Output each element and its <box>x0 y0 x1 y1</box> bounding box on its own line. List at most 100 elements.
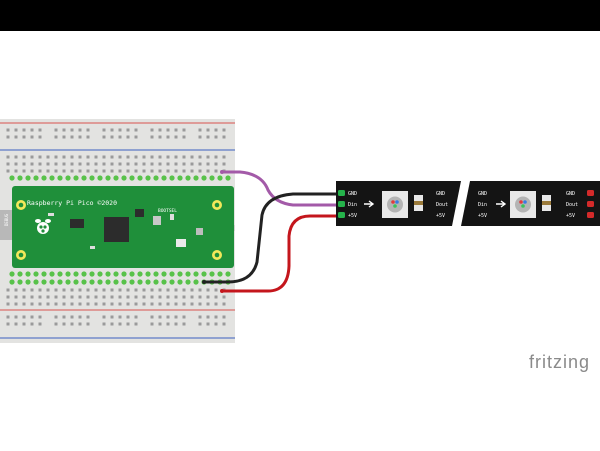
breadboard-hole <box>86 155 90 159</box>
active-hole <box>105 175 111 181</box>
breadboard-hole <box>198 315 202 319</box>
active-hole <box>121 279 127 285</box>
breadboard-hole <box>182 322 186 326</box>
breadboard-hole <box>198 162 202 166</box>
breadboard-hole <box>14 162 18 166</box>
breadboard-hole <box>38 169 42 173</box>
breadboard-hole <box>118 288 122 292</box>
breadboard-hole <box>182 169 186 173</box>
din-pad <box>338 201 345 207</box>
breadboard-hole <box>118 302 122 306</box>
breadboard-hole <box>14 288 18 292</box>
breadboard-hole <box>6 302 10 306</box>
breadboard-hole <box>174 302 178 306</box>
active-hole <box>25 279 31 285</box>
pico-title: Raspberry Pi Pico ©2020 <box>27 199 117 207</box>
breadboard-hole <box>86 135 90 139</box>
breadboard-hole <box>150 302 154 306</box>
breadboard-hole <box>222 162 226 166</box>
breadboard-hole <box>166 302 170 306</box>
fritzing-watermark: fritzing <box>529 352 589 372</box>
active-hole <box>169 279 175 285</box>
breadboard-hole <box>6 322 10 326</box>
breadboard-hole <box>102 169 106 173</box>
breadboard-hole <box>158 128 162 132</box>
breadboard-hole <box>54 322 58 326</box>
breadboard-hole <box>166 288 170 292</box>
breadboard-hole <box>54 315 58 319</box>
breadboard-hole <box>94 155 98 159</box>
strip-din-label: Din <box>478 202 487 208</box>
breadboard-hole <box>86 295 90 299</box>
breadboard-hole <box>78 288 82 292</box>
active-hole <box>9 279 15 285</box>
breadboard-hole <box>174 322 178 326</box>
breadboard-hole <box>14 155 18 159</box>
breadboard-hole <box>78 155 82 159</box>
active-hole <box>65 279 71 285</box>
breadboard-hole <box>54 169 58 173</box>
breadboard-hole <box>222 295 226 299</box>
breadboard-hole <box>222 322 226 326</box>
breadboard-hole <box>134 295 138 299</box>
strip-gnd-out-label: GND <box>566 191 575 197</box>
breadboard-hole <box>158 315 162 319</box>
breadboard-hole <box>30 169 34 173</box>
breadboard-hole <box>6 315 10 319</box>
active-hole <box>193 175 199 181</box>
active-hole <box>145 279 151 285</box>
active-hole <box>153 271 159 277</box>
breadboard-hole <box>38 295 42 299</box>
active-hole <box>169 175 175 181</box>
breadboard-hole <box>166 322 170 326</box>
breadboard-hole <box>46 295 50 299</box>
breadboard-hole <box>214 302 218 306</box>
bootsel-button[interactable] <box>153 216 161 225</box>
breadboard-hole <box>182 295 186 299</box>
breadboard-hole <box>166 315 170 319</box>
breadboard-hole <box>38 128 42 132</box>
active-hole <box>49 271 55 277</box>
breadboard-hole <box>6 295 10 299</box>
active-hole <box>9 271 15 277</box>
active-hole <box>129 279 135 285</box>
active-hole <box>137 175 143 181</box>
active-hole <box>145 271 151 277</box>
breadboard-hole <box>190 162 194 166</box>
breadboard-hole <box>118 315 122 319</box>
breadboard-hole <box>150 288 154 292</box>
active-hole <box>209 175 215 181</box>
breadboard-hole <box>182 155 186 159</box>
breadboard-hole <box>142 155 146 159</box>
breadboard-hole <box>134 322 138 326</box>
active-hole <box>161 279 167 285</box>
breadboard-hole <box>6 169 10 173</box>
active-hole <box>113 271 119 277</box>
breadboard-hole <box>62 155 66 159</box>
breadboard-hole <box>198 295 202 299</box>
active-hole <box>25 271 31 277</box>
breadboard-hole <box>158 295 162 299</box>
breadboard-hole <box>150 322 154 326</box>
breadboard-hole <box>62 288 66 292</box>
breadboard-hole <box>22 315 26 319</box>
breadboard-hole <box>78 135 82 139</box>
breadboard-hole <box>30 162 34 166</box>
breadboard-hole <box>38 315 42 319</box>
breadboard-hole <box>214 135 218 139</box>
breadboard-hole <box>150 128 154 132</box>
breadboard-hole <box>78 315 82 319</box>
strip-gnd-label: GND <box>348 191 357 197</box>
breadboard-hole <box>94 302 98 306</box>
breadboard-hole <box>182 135 186 139</box>
active-hole <box>33 279 39 285</box>
breadboard-hole <box>142 302 146 306</box>
breadboard-hole <box>150 135 154 139</box>
breadboard-hole <box>94 288 98 292</box>
breadboard-hole <box>22 302 26 306</box>
breadboard-hole <box>38 162 42 166</box>
breadboard-hole <box>102 128 106 132</box>
strip-v5-out-label: +5V <box>436 213 445 219</box>
breadboard-hole <box>182 315 186 319</box>
breadboard-hole <box>86 169 90 173</box>
